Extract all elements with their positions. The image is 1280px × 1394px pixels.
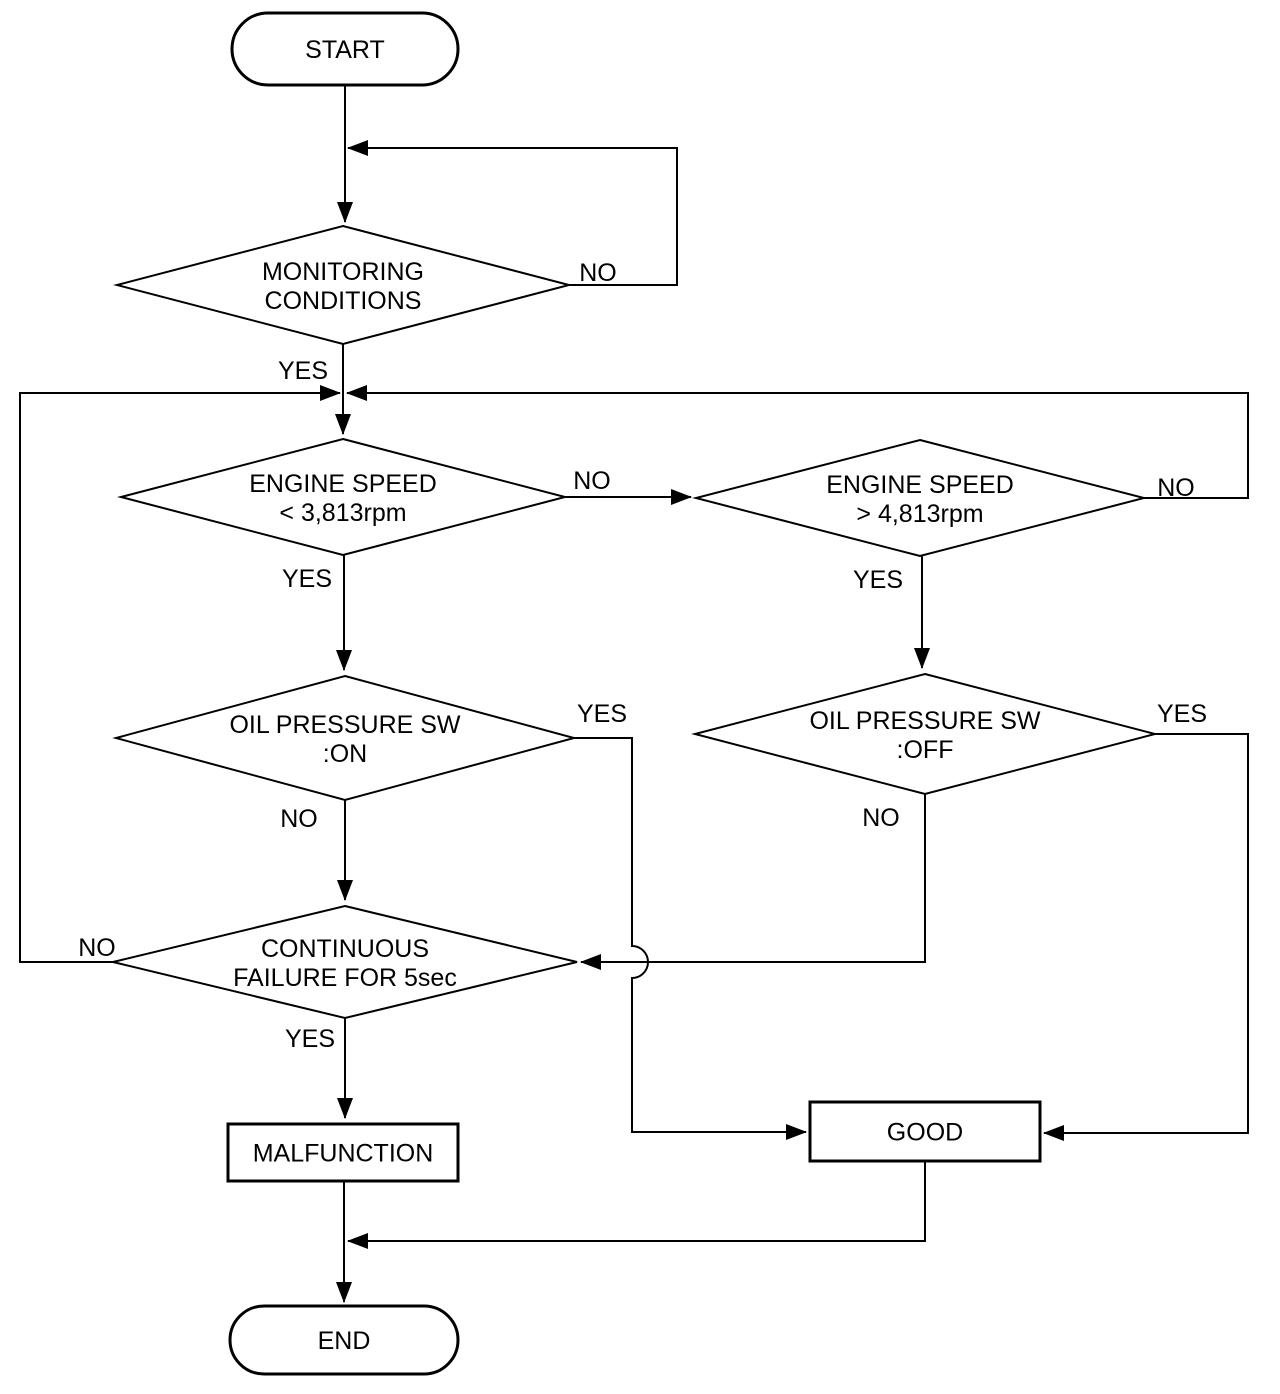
edge-label-cont-fail-no-loop: NO	[78, 934, 116, 962]
node-label-oil-on-line2: :ON	[323, 740, 367, 768]
edge-cont-fail-no-loop	[19, 385, 341, 963]
node-label-good: GOOD	[887, 1119, 963, 1147]
edge-label-engine-high-yes: YES	[853, 566, 903, 594]
edge-engine-high-no-loop	[346, 385, 1249, 499]
node-label-oil-off-line1: OIL PRESSURE SW	[809, 707, 1040, 735]
node-label-engine-low-line2: < 3,813rpm	[279, 499, 406, 527]
edge-oil-off-yes	[1043, 733, 1249, 1141]
edge-label-monitoring-no-loop: NO	[579, 259, 617, 287]
node-label-engine-high-line2: > 4,813rpm	[856, 500, 983, 528]
node-engine-low-decision	[117, 437, 569, 557]
edge-label-oil-on-yes: YES	[577, 700, 627, 728]
node-label-start: START	[305, 36, 385, 64]
node-label-monitoring-line2: CONDITIONS	[265, 287, 422, 315]
edge-label-engine-high-no-loop: NO	[1157, 474, 1195, 502]
edge-oil-off-no	[580, 794, 926, 970]
node-label-oil-on-line1: OIL PRESSURE SW	[229, 711, 460, 739]
edges-layer: NO YES NO YES NO YES YES NO YES NO NO YES	[19, 85, 1249, 1303]
node-label-engine-high-line1: ENGINE SPEED	[826, 471, 1014, 499]
node-label-oil-off-line2: :OFF	[897, 736, 954, 764]
node-end-terminator	[228, 1304, 460, 1376]
node-monitoring-decision	[113, 224, 573, 346]
node-label-monitoring-line1: MONITORING	[262, 258, 424, 286]
node-oil-off-decision	[691, 672, 1159, 796]
node-malfunction-process	[226, 1122, 460, 1183]
edge-label-oil-on-no: NO	[280, 805, 318, 833]
node-label-engine-low-line1: ENGINE SPEED	[249, 470, 437, 498]
node-cont-fail-decision	[112, 904, 578, 1020]
node-label-end: END	[318, 1327, 371, 1355]
edge-label-cont-fail-yes: YES	[285, 1025, 335, 1053]
edge-monitoring-no-loop	[347, 140, 678, 286]
edge-label-monitoring-yes: YES	[278, 357, 328, 385]
node-oil-on-decision	[112, 674, 578, 802]
node-label-cont-fail-line2: FAILURE FOR 5sec	[233, 964, 457, 992]
node-engine-high-decision	[692, 438, 1148, 558]
node-start-terminator	[230, 11, 460, 87]
node-label-malfunction: MALFUNCTION	[253, 1140, 434, 1168]
edge-good-return	[347, 1161, 926, 1249]
edge-label-engine-low-no: NO	[573, 467, 611, 495]
node-label-cont-fail-line1: CONTINUOUS	[261, 935, 429, 963]
node-good-process	[808, 1100, 1042, 1163]
edge-label-oil-off-yes: YES	[1157, 700, 1207, 728]
edge-label-oil-off-no: NO	[862, 804, 900, 832]
edge-label-engine-low-yes: YES	[282, 565, 332, 593]
